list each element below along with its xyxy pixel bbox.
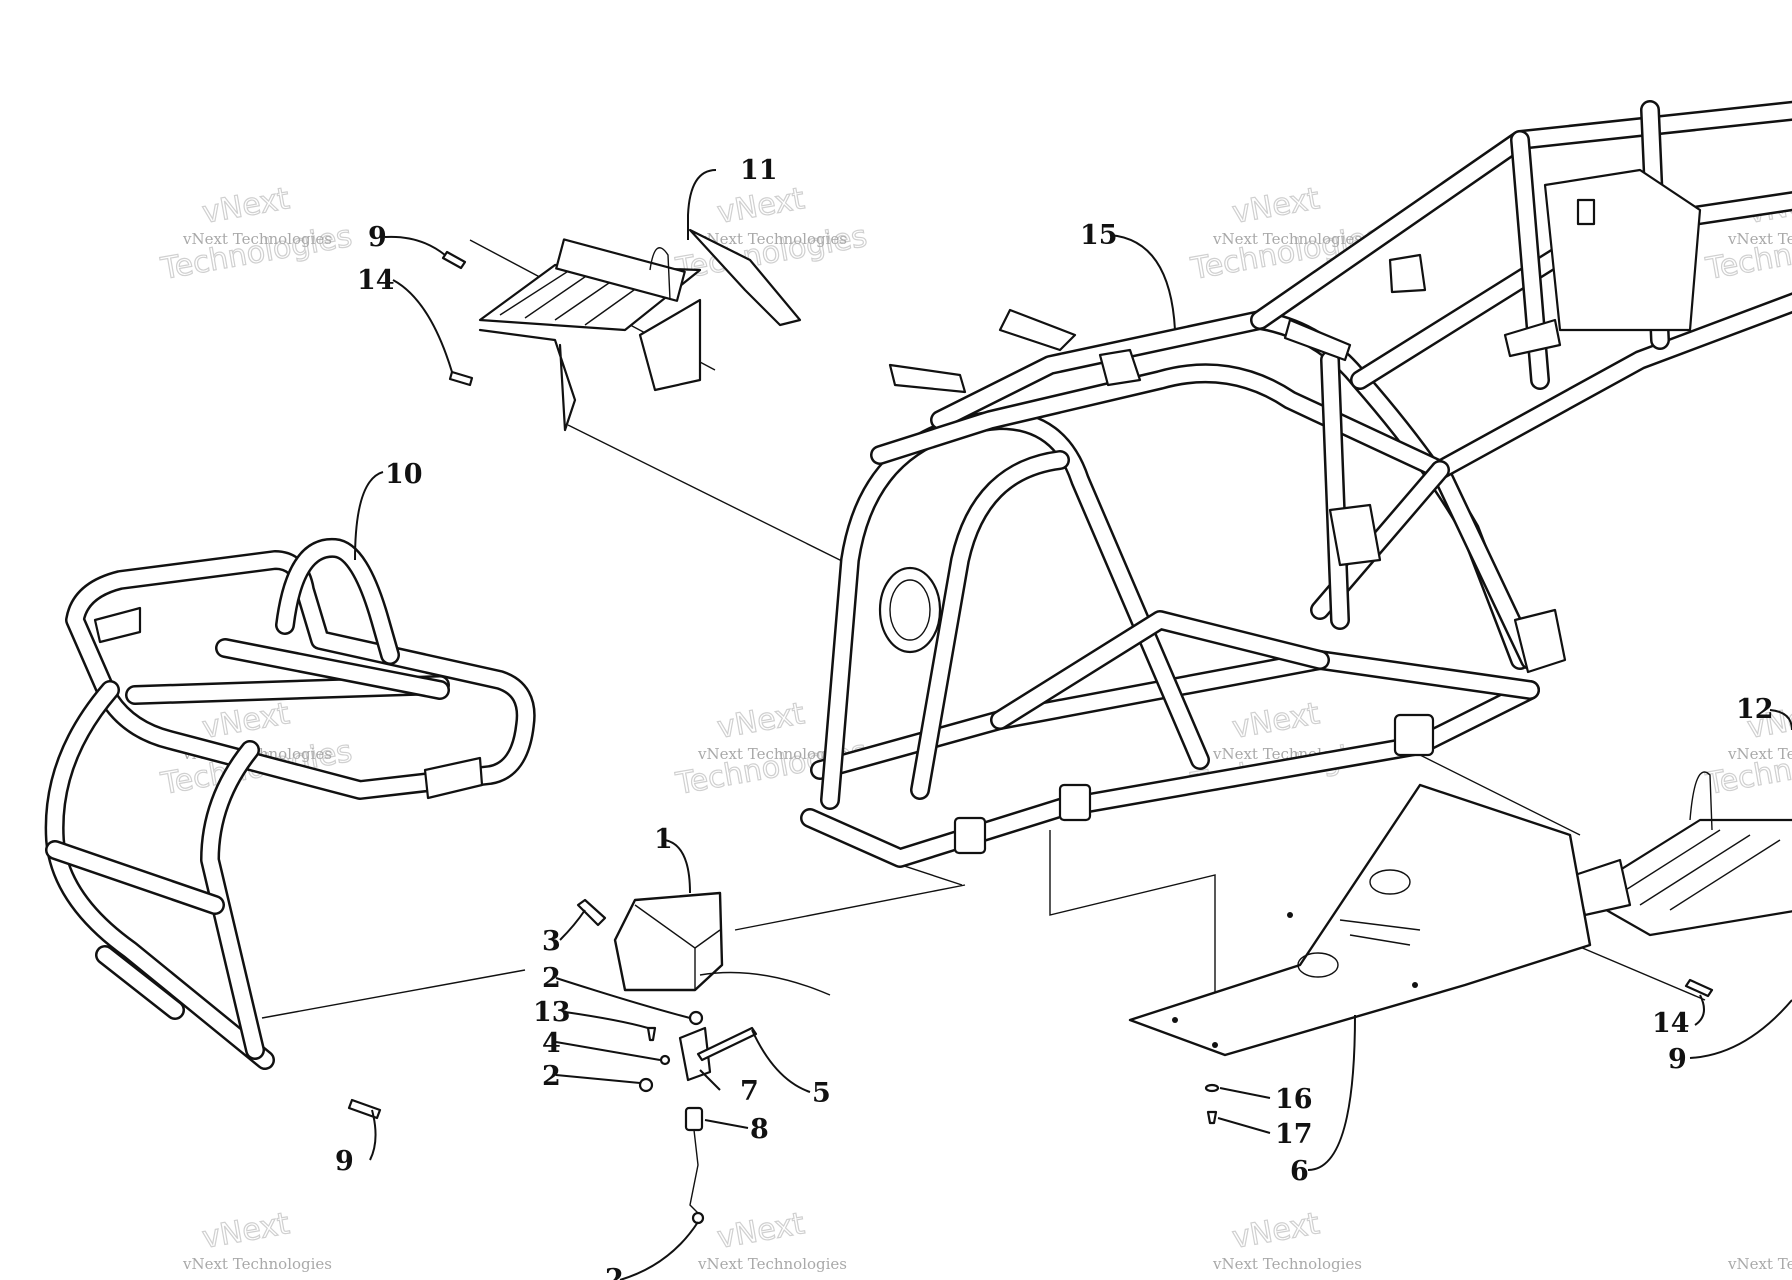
callout-12: 12 [1736,694,1774,725]
watermark-vnext: vNext [715,1206,808,1256]
watermark-small: vNext Technologies [1727,745,1792,763]
callout-3: 3 [542,926,561,957]
watermark-small: vNext Technologies [697,1255,847,1273]
callout-14: 14 [357,265,395,296]
watermark-small: vNext Technologies [1212,230,1362,248]
callout-2: 2 [605,1264,624,1280]
frame-bushing [1058,783,1092,822]
bolt-5 [696,1026,758,1062]
watermark-small: vNext Technologies [697,745,847,763]
taillight-assembly [576,891,831,1225]
skid-plate-hole [1369,869,1411,895]
washer-16 [1204,1083,1220,1093]
watermark-small: vNext Technologies [182,230,332,248]
callout-10: 10 [385,459,423,490]
watermark-small: vNext Technologies [1727,230,1792,248]
watermark-vnext: vNext [1230,181,1323,231]
skid-plate [1128,783,1592,1057]
bolt-3 [576,898,607,927]
watermark-vnext: vNext [715,696,808,746]
nut-2 [638,1077,654,1093]
callout-8: 8 [750,1114,769,1145]
callout-17: 17 [1275,1119,1313,1150]
watermark-small: vNext Technologies [182,1255,332,1273]
main-frame [800,100,1792,868]
skid-plate-bolt-hole [1287,912,1293,918]
watermark-vnext: vNext [1230,696,1323,746]
callout-2: 2 [542,963,561,994]
bracket-7 [678,1026,712,1082]
frame-bushing [953,816,987,855]
callout-6: 6 [1290,1156,1309,1187]
footrest-left [478,228,802,432]
callout-2: 2 [542,1061,561,1092]
callout-9: 9 [368,222,387,253]
bolt-14 [1684,978,1714,998]
washer-4 [659,1054,671,1066]
watermark-small: vNext Technologies [1727,1255,1792,1273]
fasteners [347,250,1714,1125]
nut-2 [688,1010,704,1026]
callout-13: 13 [533,997,571,1028]
bolt-17 [1206,1110,1218,1125]
watermark-vnext: vNext [200,1206,293,1256]
grommet-8 [684,1106,704,1132]
leader-lines [354,169,1792,1280]
skid-plate-hole [1297,952,1339,978]
callout-labels: 11 15 9 14 10 1 3 2 13 4 2 7 5 8 9 2 16 … [335,155,1774,1280]
bolt-9 [441,250,467,270]
callout-1: 1 [654,824,673,855]
callout-4: 4 [542,1028,561,1059]
frame-slot [1576,198,1596,226]
bolt-14 [448,370,474,387]
footrest-peg [555,238,686,302]
skid-plate-bolt-hole [1412,982,1418,988]
pin-13 [646,1026,657,1042]
bolt-9 [347,1098,382,1120]
watermark-small: vNext Technologies [697,230,847,248]
watermark-vnext: vNext [200,696,293,746]
callout-16: 16 [1275,1084,1313,1115]
watermark-vnext: vNext [715,181,808,231]
callout-9: 9 [1668,1044,1687,1075]
callout-15: 15 [1080,220,1118,251]
footrest-right [1573,771,1792,937]
callout-11: 11 [740,155,778,186]
front-rack [44,537,536,1070]
nut-2 [691,1211,705,1225]
callout-9: 9 [335,1146,354,1177]
callout-7: 7 [740,1076,759,1107]
callout-14: 14 [1652,1008,1690,1039]
callout-5: 5 [812,1078,831,1109]
watermark-vnext: vNext [1230,1206,1323,1256]
skid-plate-bolt-hole [1212,1042,1218,1048]
frame-bushing [1393,713,1435,757]
watermark-small: vNext Technologies [1212,1255,1362,1273]
skid-plate-bolt-hole [1172,1017,1178,1023]
watermark-vnext: vNext [200,181,293,231]
